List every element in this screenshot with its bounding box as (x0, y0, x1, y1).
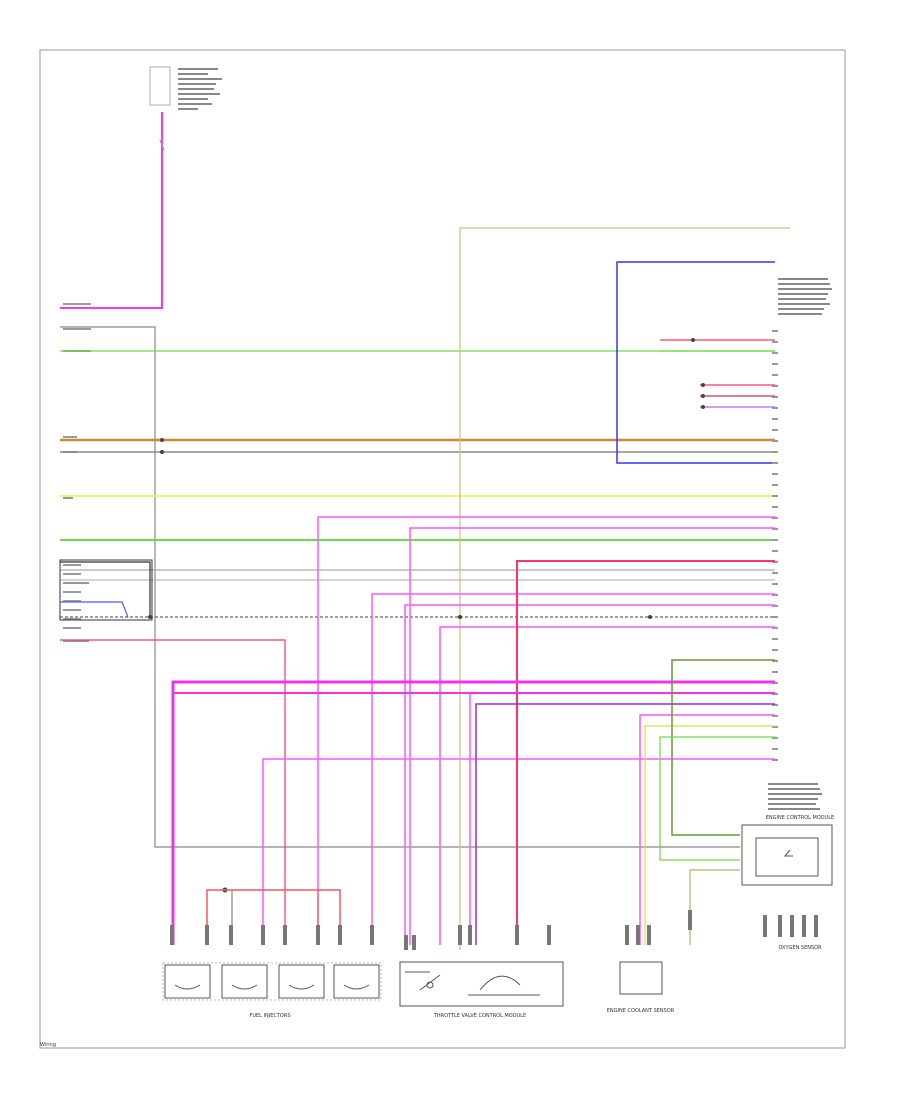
sensor-stubs (660, 338, 775, 409)
pink-vertical-wires (262, 516, 775, 945)
wire-pink-top (60, 112, 163, 309)
left-wire-labels (63, 303, 91, 642)
right-module (741, 824, 833, 886)
ecm-label-top (778, 278, 832, 315)
top-component-text (178, 68, 222, 110)
caption-sensor-left: ENGINE COOLANT SENSOR (606, 1008, 675, 1014)
caption-module-right: ENGINE CONTROL MODULE (765, 815, 835, 821)
throttle-module (399, 961, 564, 1007)
caption-fuel-injectors: FUEL INJECTORS (249, 1013, 291, 1019)
corner-code: Wiring (40, 1042, 57, 1048)
left-shield-box (59, 559, 153, 621)
wire-blue-top (616, 261, 775, 464)
bottom-connector-pins (170, 910, 692, 950)
wire-brown-left (60, 561, 151, 617)
diagram-frame (39, 49, 846, 1049)
fuel-injectors (162, 962, 382, 1001)
wire-pink-left (60, 639, 286, 945)
wire-yellow-2 (644, 725, 775, 945)
wire-purple (475, 703, 775, 945)
wire-magenta-wide (171, 680, 775, 945)
injector-feed (206, 889, 341, 945)
wire-blue-left (60, 601, 129, 618)
caption-oxygen: OXYGEN SENSOR (778, 945, 822, 951)
wire-green-3 (671, 659, 775, 836)
wire-red-mid (516, 560, 775, 945)
caption-throttle: THROTTLE VALVE CONTROL MODULE (433, 1013, 527, 1019)
junction-dots (148, 438, 652, 893)
oxygen-sensor (619, 961, 663, 995)
ecm-label-bottom (768, 783, 822, 810)
right-module-pins (763, 915, 818, 937)
wire-tan-2 (689, 869, 740, 945)
top-component (149, 66, 171, 106)
wire-gray-1 (60, 326, 740, 848)
ecm-connector-column (772, 330, 778, 761)
wire-tan-top (459, 227, 790, 950)
horizontal-wires (60, 112, 775, 945)
wire-green-4 (659, 736, 775, 861)
